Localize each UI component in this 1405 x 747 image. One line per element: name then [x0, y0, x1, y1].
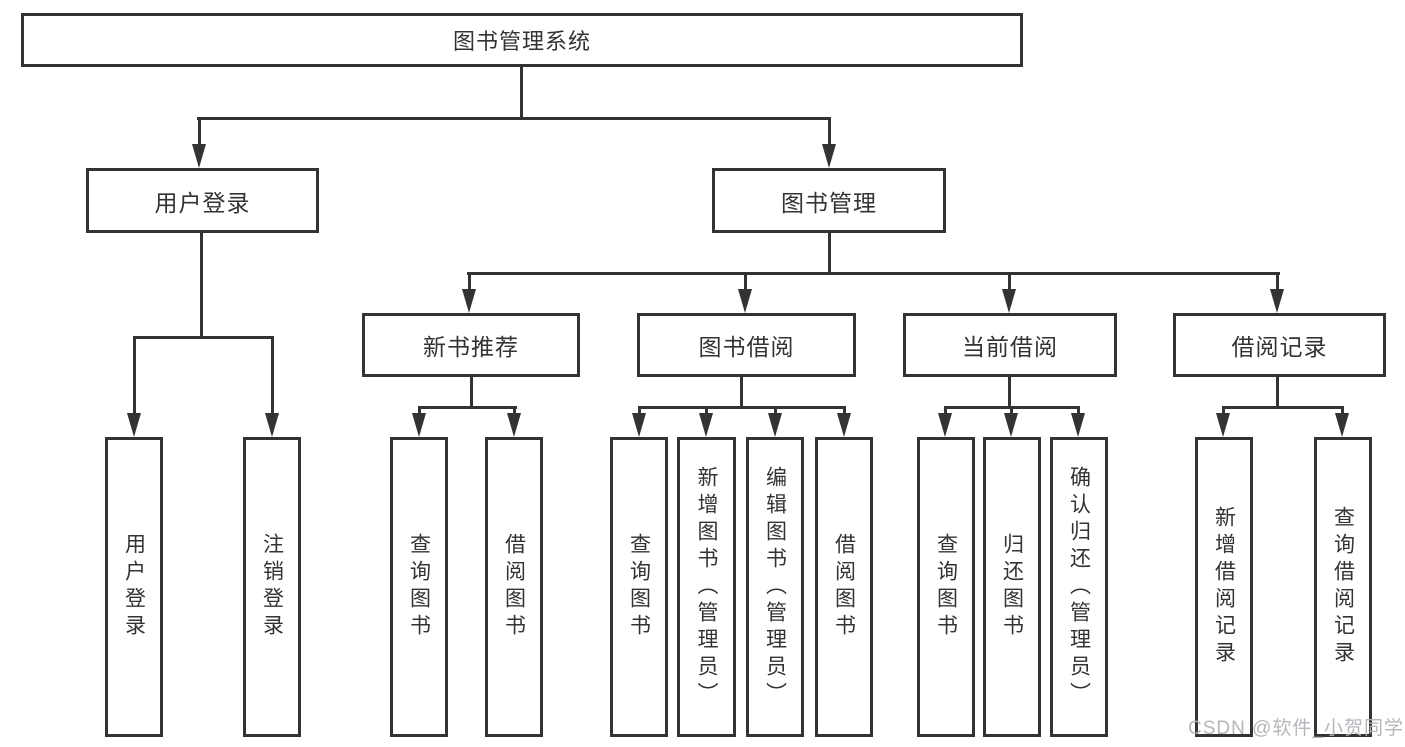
arrow-down-icon [1270, 289, 1284, 313]
arrow-down-icon [265, 413, 279, 437]
leaf-add-books-admin: 新增图书（管理员） [677, 437, 736, 737]
connector-shaft [1008, 272, 1011, 296]
connector-root-hline [197, 117, 831, 120]
connector-user-login-hline [133, 336, 274, 339]
leaf-add-borrow-record-label: 新增借阅记录 [1212, 506, 1236, 668]
leaf-query-books-2-label: 查询图书 [627, 533, 651, 641]
node-book-management: 图书管理 [712, 168, 946, 233]
node-book-borrowing-label: 图书借阅 [698, 334, 795, 360]
leaf-logout: 注销登录 [243, 437, 301, 737]
connector-recommend-stub [470, 377, 473, 409]
leaf-add-books-admin-label: 新增图书（管理员） [695, 465, 718, 709]
node-root: 图书管理系统 [21, 13, 1023, 67]
leaf-borrow-books-2: 借阅图书 [815, 437, 873, 737]
node-book-borrowing: 图书借阅 [637, 313, 856, 377]
leaf-return-books: 归还图书 [983, 437, 1041, 737]
leaf-query-borrow-record: 查询借阅记录 [1314, 437, 1372, 737]
arrow-down-icon [1071, 413, 1085, 437]
node-new-book-recommend-label: 新书推荐 [423, 334, 519, 360]
arrow-down-icon [938, 413, 952, 437]
arrow-down-icon [632, 413, 646, 437]
connector-shaft [133, 336, 136, 420]
arrow-down-icon [1216, 413, 1230, 437]
arrow-down-icon [1004, 413, 1018, 437]
node-borrowing-records-label: 借阅记录 [1231, 334, 1328, 360]
leaf-edit-books-admin: 编辑图书（管理员） [746, 437, 804, 737]
connector-user-login-stub [200, 233, 203, 339]
node-current-borrowing: 当前借阅 [903, 313, 1117, 377]
leaf-add-borrow-record: 新增借阅记录 [1195, 437, 1253, 737]
connector-shaft [468, 272, 471, 296]
leaf-borrow-books-1: 借阅图书 [485, 437, 543, 737]
leaf-query-books-3-label: 查询图书 [934, 533, 958, 641]
watermark-text: CSDN @软件_小贺同学 [1188, 718, 1404, 739]
leaf-query-borrow-record-label: 查询借阅记录 [1331, 506, 1355, 668]
connector-shaft [271, 336, 274, 420]
node-book-management-label: 图书管理 [781, 189, 877, 216]
leaf-query-books-2: 查询图书 [610, 437, 668, 737]
connector-recommend-hline [418, 406, 517, 409]
arrow-down-icon [412, 413, 426, 437]
connector-root-stub [520, 67, 523, 120]
leaf-logout-label: 注销登录 [260, 533, 284, 641]
leaf-query-books-3: 查询图书 [917, 437, 975, 737]
arrow-down-icon [1002, 289, 1016, 313]
node-user-login: 用户登录 [86, 168, 319, 233]
leaf-query-books-1-label: 查询图书 [407, 533, 431, 641]
arrow-down-icon [738, 289, 752, 313]
arrow-down-icon [768, 413, 782, 437]
arrow-down-icon [837, 413, 851, 437]
node-current-borrowing-label: 当前借阅 [962, 334, 1058, 360]
leaf-edit-books-admin-label: 编辑图书（管理员） [763, 465, 787, 709]
leaf-borrow-books-2-label: 借阅图书 [832, 533, 856, 641]
connector-borrowing-stub [740, 377, 743, 409]
connector-shaft [198, 117, 201, 150]
leaf-user-login-label: 用户登录 [122, 533, 146, 641]
arrow-down-icon [822, 144, 836, 168]
arrow-down-icon [507, 413, 521, 437]
node-borrowing-records: 借阅记录 [1173, 313, 1386, 377]
connector-book-mgmt-hline [467, 272, 1280, 275]
arrow-down-icon [462, 289, 476, 313]
node-new-book-recommend: 新书推荐 [362, 313, 580, 377]
connector-borrowing-hline [638, 406, 846, 409]
node-user-login-label: 用户登录 [154, 189, 251, 216]
leaf-borrow-books-1-label: 借阅图书 [502, 533, 526, 641]
leaf-query-books-1: 查询图书 [390, 437, 448, 737]
leaf-return-books-label: 归还图书 [1000, 533, 1024, 641]
connector-current-stub [1008, 377, 1011, 409]
connector-records-hline [1222, 406, 1344, 409]
arrow-down-icon [192, 144, 206, 168]
leaf-confirm-return-admin-label: 确认归还（管理员） [1067, 465, 1091, 709]
leaf-user-login: 用户登录 [105, 437, 163, 737]
connector-records-stub [1276, 377, 1279, 409]
arrow-down-icon [699, 413, 713, 437]
connector-shaft [744, 272, 747, 296]
arrow-down-icon [1335, 413, 1349, 437]
connector-shaft [1276, 272, 1279, 296]
node-root-label: 图书管理系统 [452, 29, 591, 54]
connector-book-mgmt-stub [828, 233, 831, 275]
arrow-down-icon [127, 413, 141, 437]
leaf-confirm-return-admin: 确认归还（管理员） [1050, 437, 1108, 737]
connector-shaft [828, 117, 831, 150]
